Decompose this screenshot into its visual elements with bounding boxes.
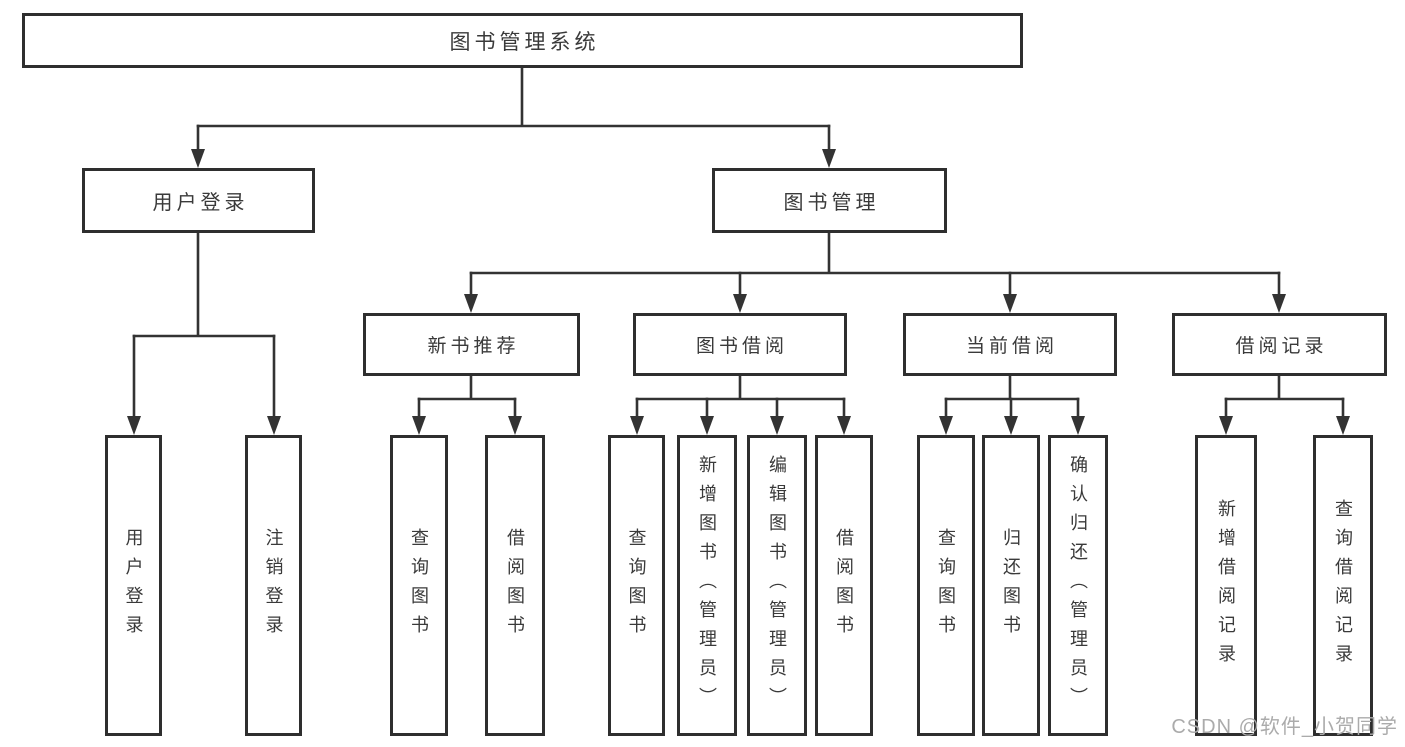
node-label: 借阅记录 — [1235, 336, 1328, 357]
csdn-watermark: CSDN @软件_小贺同学 — [1171, 716, 1398, 738]
leaf-confirm-return-admin: 确认归还（管理员） — [1048, 435, 1108, 736]
node-label: 编辑图书（管理员） — [767, 455, 787, 716]
node-label: 新增借阅记录 — [1216, 498, 1236, 673]
leaf-add-books-admin: 新增图书（管理员） — [677, 435, 737, 736]
node-label: 当前借阅 — [965, 336, 1058, 357]
leaf-borrow-books: 借阅图书 — [815, 435, 873, 736]
node-label: 用户登录 — [152, 192, 249, 214]
node-user-login: 用户登录 — [82, 168, 315, 233]
node-label: 借阅图书 — [834, 527, 854, 644]
node-book-borrowing: 图书借阅 — [633, 313, 847, 376]
leaf-query-books-current: 查询图书 — [917, 435, 975, 736]
node-label: 查询图书 — [626, 527, 647, 644]
node-label: 归还图书 — [1001, 527, 1021, 644]
node-library-management-system: 图书管理系统 — [22, 13, 1023, 68]
node-borrowing-records: 借阅记录 — [1172, 313, 1387, 376]
leaf-logout: 注销登录 — [245, 435, 302, 736]
node-label: 新增图书（管理员） — [697, 455, 717, 716]
leaf-query-books-borrowing: 查询图书 — [608, 435, 665, 736]
node-current-borrowing: 当前借阅 — [903, 313, 1117, 376]
node-label: 借阅图书 — [505, 527, 525, 644]
node-label: 查询图书 — [936, 527, 956, 644]
leaf-borrow-books-recommend: 借阅图书 — [485, 435, 545, 736]
leaf-return-books: 归还图书 — [982, 435, 1040, 736]
node-label: 图书管理系统 — [449, 30, 600, 54]
node-label: 新书推荐 — [427, 336, 520, 357]
node-label: 图书借阅 — [695, 336, 788, 357]
leaf-add-borrow-record: 新增借阅记录 — [1195, 435, 1257, 736]
node-label: 查询图书 — [409, 527, 429, 644]
leaf-edit-books-admin: 编辑图书（管理员） — [747, 435, 807, 736]
leaf-user-login: 用户登录 — [105, 435, 162, 736]
node-label: 图书管理 — [783, 192, 880, 214]
node-label: 确认归还（管理员） — [1068, 455, 1088, 716]
node-new-book-recommendation: 新书推荐 — [363, 313, 580, 376]
node-label: 查询借阅记录 — [1333, 498, 1353, 673]
node-book-management: 图书管理 — [712, 168, 947, 233]
leaf-query-books-recommend: 查询图书 — [390, 435, 448, 736]
node-label: 用户登录 — [123, 527, 144, 644]
leaf-query-borrow-record: 查询借阅记录 — [1313, 435, 1373, 736]
node-label: 注销登录 — [263, 527, 284, 644]
